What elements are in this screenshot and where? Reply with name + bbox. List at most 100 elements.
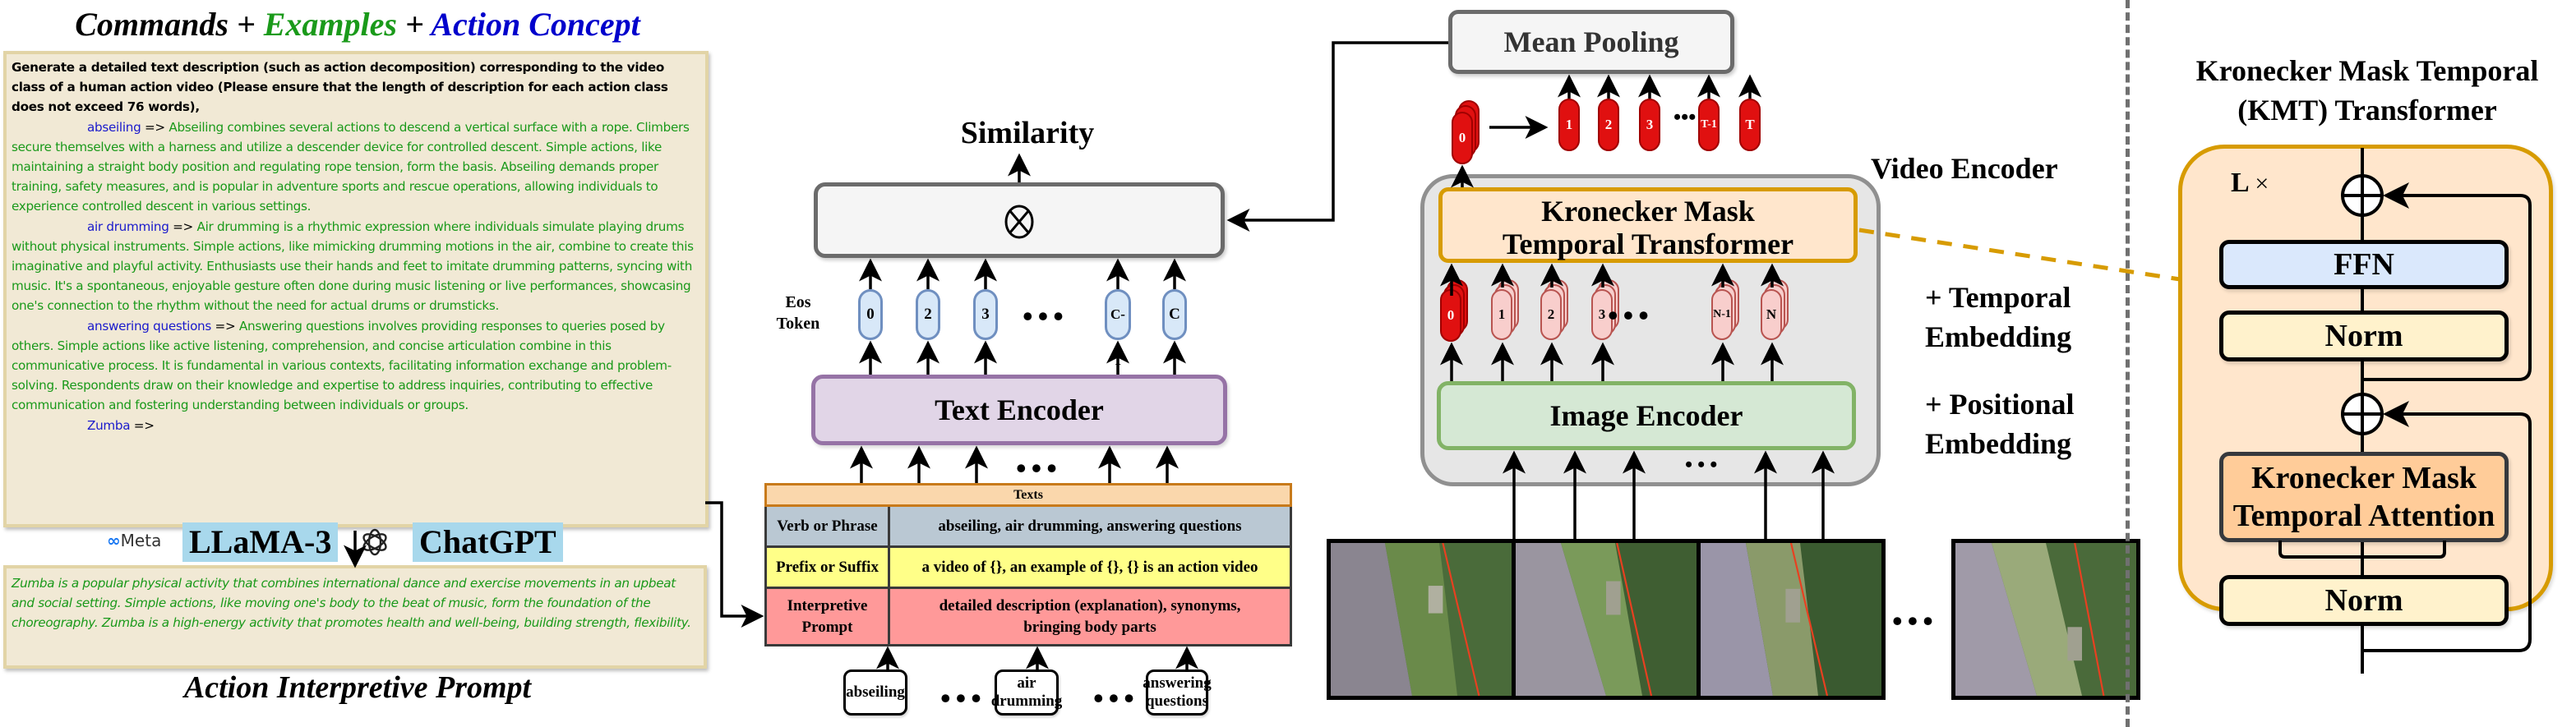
abseiling-frame-image bbox=[1516, 543, 1697, 696]
text-token: 3 bbox=[973, 289, 998, 340]
row-value: abseiling, air drumming, answering quest… bbox=[888, 504, 1292, 548]
video-to-similarity-arrow bbox=[1226, 41, 1448, 232]
mean-pooling-box: Mean Pooling bbox=[1448, 10, 1734, 74]
example-description: Abseiling combines several actions to de… bbox=[12, 119, 690, 214]
row-key-line: Interpretive bbox=[787, 596, 868, 614]
repeat-count: L bbox=[2231, 168, 2248, 198]
row-value: a video of {}, an example of {}, {} is a… bbox=[888, 545, 1292, 589]
class-input-line: answering bbox=[1143, 674, 1212, 692]
query-action: Zumba bbox=[87, 417, 131, 433]
prompt-to-table-arrow bbox=[705, 501, 764, 628]
text-token: 2 bbox=[916, 289, 940, 340]
example-arrow: => bbox=[141, 119, 169, 135]
example-description: Answering questions involves providing r… bbox=[12, 318, 672, 413]
frame-ellipsis: ••• bbox=[1892, 605, 1938, 637]
video-encoder-label: Video Encoder bbox=[1871, 152, 2058, 185]
texts-table: Texts Verb or Phrase abseiling, air drum… bbox=[764, 483, 1292, 646]
kmt-title-line: Kronecker Mask Temporal bbox=[2195, 54, 2539, 87]
eos-token-label: Eos Token bbox=[773, 292, 824, 334]
emb-label-line: Embedding bbox=[1925, 427, 2072, 460]
text-token: C bbox=[1162, 289, 1187, 340]
example-air-drumming: air drumming => Air drumming is a rhythm… bbox=[12, 217, 700, 316]
kmt-transformer-box: Kronecker Mask Temporal Transformer bbox=[1438, 187, 1858, 263]
kmt-panel-title: Kronecker Mask Temporal (KMT) Transforme… bbox=[2162, 51, 2573, 130]
similarity-label: Similarity bbox=[960, 116, 1095, 150]
times-symbol: × bbox=[2255, 170, 2269, 197]
llm-prompt-box: Generate a detailed text description (su… bbox=[3, 51, 709, 527]
output-token: 2 bbox=[1598, 99, 1619, 151]
example-arrow: => bbox=[211, 318, 239, 334]
title-plus: + bbox=[228, 6, 264, 43]
output-token: 3 bbox=[1639, 99, 1660, 151]
image-ellipsis: ••• bbox=[1685, 453, 1723, 476]
frame-token: 2 bbox=[1540, 289, 1562, 340]
ffn-block: FFN bbox=[2219, 240, 2509, 289]
video-frame bbox=[1512, 539, 1701, 700]
frame-token: 3 bbox=[1591, 289, 1613, 340]
kmt-title-line: (KMT) Transformer bbox=[2237, 94, 2497, 127]
row-key-line: Prompt bbox=[801, 618, 853, 636]
abseiling-frame-image bbox=[1331, 543, 1512, 696]
class-input-line: air bbox=[1017, 674, 1036, 692]
norm-block-top: Norm bbox=[2219, 311, 2509, 361]
table-row-verb: Verb or Phrase abseiling, air drumming, … bbox=[764, 504, 1292, 548]
kmt-transformer-line: Temporal Transformer bbox=[1502, 228, 1794, 260]
meta-label: Meta bbox=[120, 531, 162, 550]
example-answering-questions: answering questions => Answering questio… bbox=[12, 316, 700, 416]
attention-line: Temporal Attention bbox=[2232, 499, 2495, 533]
example-abseiling: abseiling => Abseiling combines several … bbox=[12, 117, 700, 217]
row-key: Prefix or Suffix bbox=[764, 545, 890, 589]
kronecker-mask-temporal-attention-block: Kronecker Mask Temporal Attention bbox=[2219, 452, 2509, 542]
prompt-title: Commands + Examples + Action Concept bbox=[0, 5, 715, 44]
output-token: T bbox=[1739, 99, 1761, 151]
frame-token: N bbox=[1761, 289, 1782, 340]
example-description: Air drumming is a rhythmic expression wh… bbox=[12, 219, 694, 314]
frame-token: N-1 bbox=[1711, 289, 1733, 340]
video-frame bbox=[1327, 539, 1516, 700]
abseiling-frame-image bbox=[1701, 543, 1881, 696]
generated-description-box: Zumba is a popular physical activity tha… bbox=[3, 565, 707, 669]
emb-label-line: + Positional bbox=[1925, 388, 2075, 421]
text-token: C-1 bbox=[1105, 289, 1131, 368]
query-zumba: Zumba => bbox=[12, 416, 700, 435]
title-commands: Commands bbox=[75, 6, 229, 43]
frame-token-ellipsis: ••• bbox=[1608, 299, 1654, 332]
text-encoder: Text Encoder bbox=[811, 375, 1227, 445]
text-token: 0 bbox=[858, 289, 883, 340]
section-divider bbox=[2126, 0, 2130, 727]
title-action-concept: Action Concept bbox=[431, 6, 640, 43]
meta-infinity-icon: ∞ bbox=[107, 531, 121, 550]
query-arrow: => bbox=[130, 417, 155, 433]
texts-table-header: Texts bbox=[764, 483, 1292, 507]
meta-logo: ∞Meta bbox=[107, 531, 161, 550]
class-input-line: abseiling bbox=[846, 683, 905, 701]
image-encoder: Image Encoder bbox=[1437, 381, 1856, 450]
row-value: detailed description (explanation), syno… bbox=[888, 587, 1292, 646]
generated-description: Zumba is a popular physical activity tha… bbox=[12, 576, 691, 630]
command-text: Generate a detailed text description (su… bbox=[12, 60, 668, 115]
kmt-zoom-link bbox=[1858, 228, 2181, 282]
class-input-line: drumming bbox=[990, 692, 1063, 710]
abseiling-frame-image bbox=[1955, 543, 2136, 696]
class-input-line: questions bbox=[1145, 692, 1209, 710]
title-examples: Examples bbox=[263, 6, 397, 43]
row-key: Verb or Phrase bbox=[764, 504, 890, 548]
kmt-transformer-line: Kronecker Mask bbox=[1541, 195, 1755, 228]
output-ellipsis: ••• bbox=[1673, 105, 1697, 129]
row-value-line: detailed description (explanation), syno… bbox=[939, 596, 1241, 614]
otimes-icon bbox=[1004, 205, 1034, 239]
class-ellipsis: ••• bbox=[940, 682, 986, 715]
emb-label-line: Embedding bbox=[1925, 320, 2072, 353]
output-token: T-1 bbox=[1698, 99, 1720, 151]
output-token: 0 bbox=[1452, 112, 1473, 164]
class-ellipsis: ••• bbox=[1093, 682, 1139, 715]
frame-token: 1 bbox=[1491, 289, 1512, 340]
eos-label-line: Token bbox=[776, 315, 820, 333]
positional-embedding-label: + Positional Embedding bbox=[1925, 384, 2075, 463]
title-plus: + bbox=[396, 6, 432, 43]
llama3-label: LLaMA-3 bbox=[182, 522, 339, 562]
